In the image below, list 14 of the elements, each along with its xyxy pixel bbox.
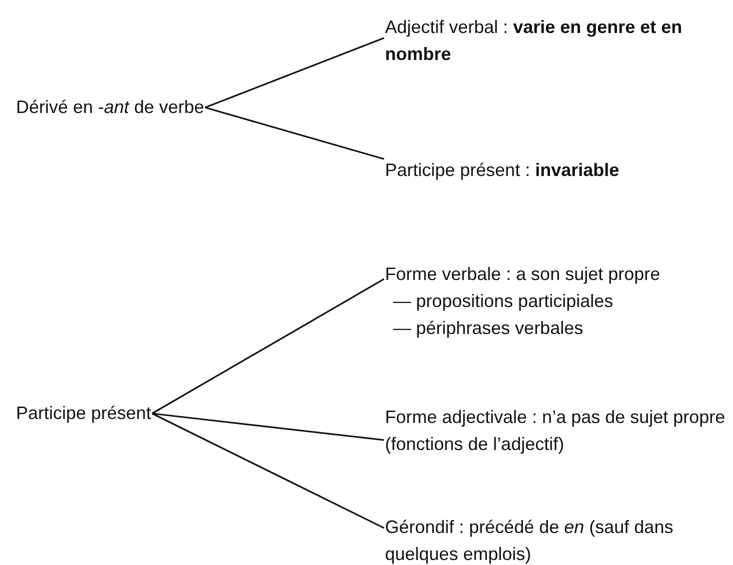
term-label: Adjectif verbal : varie en genre et en nombre bbox=[385, 14, 730, 68]
term-label: Gérondif : précédé de en (sauf dans quelques emplois) bbox=[385, 514, 730, 565]
branch-line bbox=[204, 106, 384, 160]
branch-line bbox=[152, 278, 384, 414]
term-label: Participe présent : invariable bbox=[385, 157, 620, 184]
term-label: Forme adjectivale : n’a pas de sujet propre (fonctions de l’adjectif) bbox=[385, 404, 730, 458]
branch-line bbox=[152, 412, 384, 529]
branch-line bbox=[152, 412, 384, 441]
term-label: Dérivé en -ant de verbe bbox=[16, 94, 204, 121]
term-label: Forme verbale : a son sujet propre bbox=[385, 263, 660, 286]
list-item: — périphrases verbales bbox=[392, 317, 584, 340]
list-item: — propositions participiales bbox=[392, 290, 614, 313]
branch-line bbox=[204, 37, 384, 108]
term-label: Participe présent bbox=[16, 400, 152, 427]
